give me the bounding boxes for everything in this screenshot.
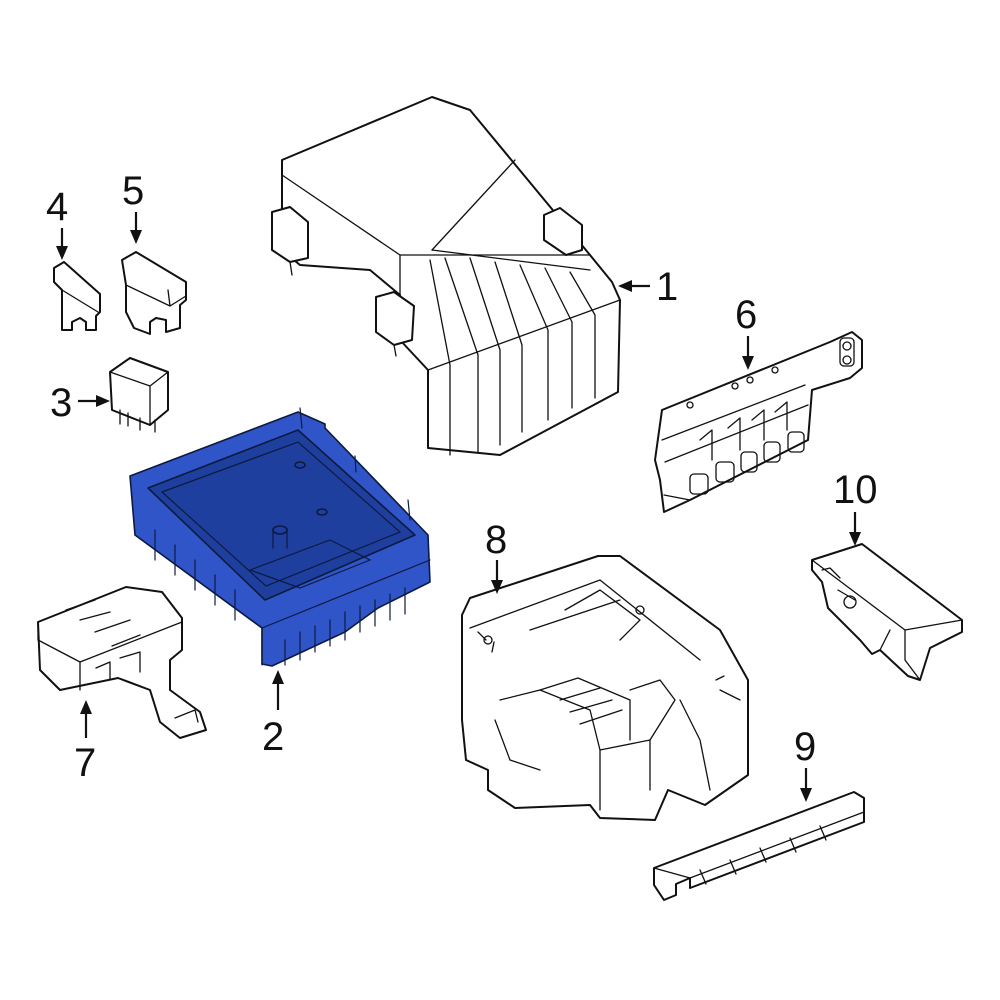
callout-label-10: 10 — [833, 468, 878, 512]
part-9-rail[interactable] — [653, 791, 865, 901]
callout-6: 6 — [735, 293, 757, 370]
part-2-post-b — [316, 508, 328, 516]
part-1-cover[interactable] — [271, 96, 621, 456]
callout-8: 8 — [485, 518, 507, 594]
part-5-fuse[interactable] — [121, 251, 187, 335]
callout-1: 1 — [618, 265, 678, 309]
callout-9: 9 — [794, 725, 816, 802]
part-10-connector[interactable] — [811, 543, 963, 681]
callout-10: 10 — [833, 468, 878, 546]
callout-label-8: 8 — [485, 518, 507, 562]
callout-2: 2 — [262, 670, 284, 759]
callout-5: 5 — [122, 169, 144, 244]
part-3-relay[interactable] — [109, 357, 169, 433]
part-4-fuse[interactable] — [53, 261, 101, 331]
callout-7: 7 — [74, 700, 96, 785]
part-6-bus-bar[interactable] — [654, 331, 863, 513]
part-2-post-a — [272, 525, 288, 535]
part-8-bracket[interactable] — [461, 555, 749, 821]
callout-4: 4 — [46, 185, 68, 260]
part-7-cover[interactable] — [37, 586, 207, 739]
part-2-post-c — [294, 461, 306, 469]
callout-label-7: 7 — [74, 741, 96, 785]
callout-label-6: 6 — [735, 293, 757, 337]
callout-label-1: 1 — [656, 265, 678, 309]
callout-label-9: 9 — [794, 725, 816, 769]
callout-label-5: 5 — [122, 169, 144, 213]
callout-label-4: 4 — [46, 185, 68, 229]
callout-3: 3 — [50, 381, 110, 425]
callout-label-2: 2 — [262, 715, 284, 759]
part-2-fuse-box-base[interactable] — [129, 407, 431, 667]
callout-label-3: 3 — [50, 381, 72, 425]
